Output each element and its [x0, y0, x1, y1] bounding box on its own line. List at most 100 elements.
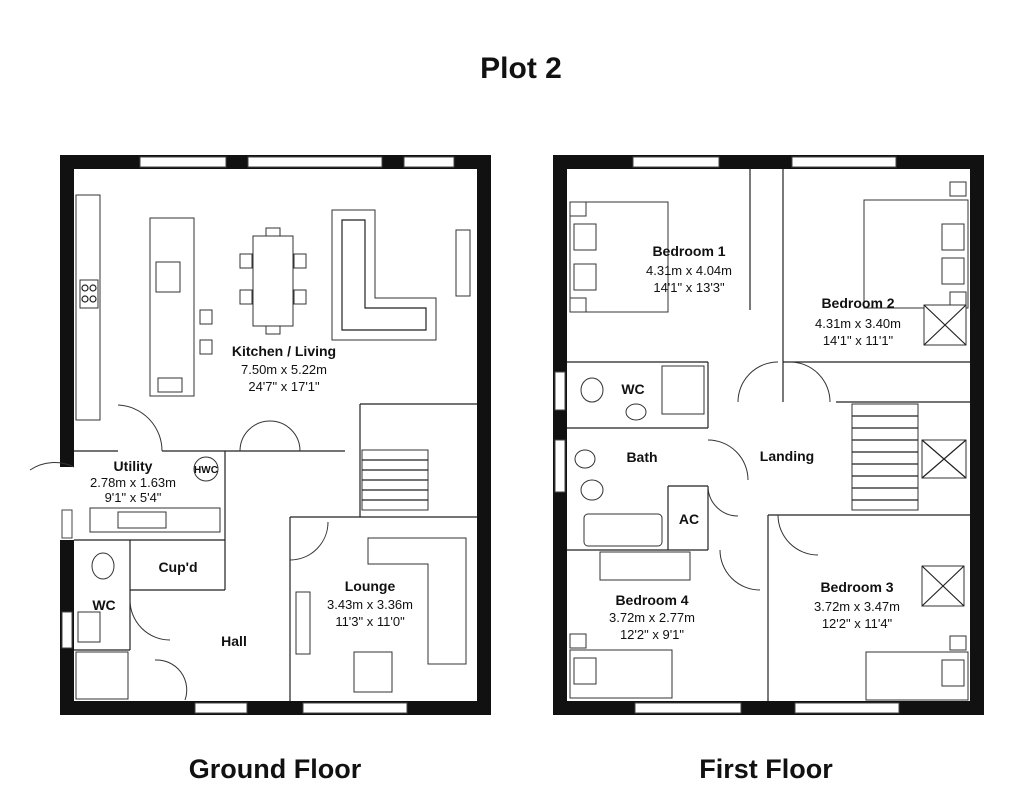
hob-icon	[79, 279, 99, 309]
first-window-top-2	[791, 156, 897, 168]
room-metric-kitchen: 7.50m x 5.22m	[241, 362, 327, 377]
room-name-lounge: Lounge	[345, 578, 396, 594]
door-swing	[789, 361, 831, 403]
ground-staircase	[361, 449, 429, 511]
ground-wall-bottom	[60, 701, 491, 715]
first-window-top-1	[632, 156, 720, 168]
room-imperial-bedroom-2: 14'1" x 11'1"	[823, 333, 894, 348]
bedside-table	[949, 181, 967, 197]
room-metric-utility: 2.78m x 1.63m	[90, 475, 176, 490]
floor-label-ground: Ground Floor	[189, 754, 362, 784]
plan-title: Plot 2	[480, 52, 562, 85]
chair-icon	[265, 325, 281, 335]
room-name-ground-wc: WC	[92, 597, 115, 613]
ground-window-bottom-1	[194, 702, 248, 714]
room-name-utility: Utility	[114, 458, 153, 474]
room-name-hall: Hall	[221, 633, 247, 649]
first-window-bottom-2	[794, 702, 900, 714]
bedside-table	[569, 633, 587, 649]
door-swing	[777, 514, 819, 556]
stool-icon	[199, 309, 213, 325]
hwc-cylinder	[193, 456, 219, 482]
room-imperial-bedroom-4: 12'2" x 9'1"	[620, 627, 684, 642]
first-floor-plan: Bedroom 1 4.31m x 4.04m 14'1" x 13'3" Be…	[553, 155, 984, 784]
ground-window-left-wc	[61, 611, 73, 649]
room-metric-bedroom-4: 3.72m x 2.77m	[609, 610, 695, 625]
pillow-icon	[941, 659, 965, 687]
door-swing	[737, 361, 779, 403]
armchair	[353, 651, 393, 693]
pillow-icon	[573, 657, 597, 685]
room-name-bedroom-2: Bedroom 2	[821, 295, 894, 311]
ground-floor-plan: Kitchen / Living 7.50m x 5.22m 24'7" x 1…	[29, 155, 491, 784]
ground-window-bottom-2	[302, 702, 408, 714]
stool-icon	[199, 339, 213, 355]
room-name-hwc: HWC	[194, 465, 218, 476]
ground-wall-right	[477, 155, 491, 715]
door-swing	[129, 599, 171, 641]
dining-table	[252, 235, 294, 327]
chair-icon	[293, 289, 307, 305]
first-wall-right	[970, 155, 984, 715]
door-swing	[239, 420, 271, 452]
toilet-icon	[91, 552, 115, 580]
room-name-cupd: Cup'd	[158, 559, 197, 575]
toilet-icon	[580, 479, 604, 501]
door-swing	[154, 659, 188, 701]
basin-icon	[77, 611, 101, 643]
basin-icon	[625, 403, 647, 421]
door-swing	[289, 521, 329, 561]
room-imperial-kitchen: 24'7" x 17'1"	[248, 379, 320, 394]
room-imperial-lounge: 11'3" x 11'0"	[335, 614, 405, 629]
chair-icon	[265, 227, 281, 237]
room-name-bath: Bath	[626, 449, 657, 465]
door-swing	[707, 439, 749, 481]
shower-tray	[75, 651, 129, 700]
utility-sink-icon	[117, 511, 167, 529]
lounge-tv	[295, 591, 311, 655]
first-window-left-bath	[554, 439, 566, 493]
room-metric-bedroom-3: 3.72m x 3.47m	[814, 599, 900, 614]
ground-window-top-3	[403, 156, 455, 168]
ground-window-top-2	[247, 156, 383, 168]
pillow-icon	[573, 263, 597, 291]
door-swing	[29, 461, 75, 471]
stool-icon	[157, 377, 183, 393]
bedside-table	[569, 297, 587, 313]
room-imperial-bedroom-3: 12'2" x 11'4"	[822, 616, 893, 631]
room-name-ac: AC	[679, 511, 699, 527]
room-name-bedroom-4: Bedroom 4	[615, 592, 688, 608]
chair-icon	[239, 289, 253, 305]
room-name-first-wc: WC	[621, 381, 644, 397]
first-wall-left	[553, 155, 567, 715]
bed-bedroom-2	[863, 199, 969, 309]
first-window-left-wc	[554, 371, 566, 411]
kitchen-island	[149, 217, 195, 397]
floor-label-first: First Floor	[699, 754, 833, 784]
pillow-icon	[941, 257, 965, 285]
first-wall-bottom	[553, 701, 984, 715]
bed-bedroom-1	[569, 201, 669, 313]
bathtub	[583, 513, 663, 547]
room-imperial-bedroom-1: 14'1" x 13'3"	[653, 280, 725, 295]
ground-window-top-1	[139, 156, 227, 168]
first-wall-top	[553, 155, 984, 169]
ground-wall-left-upper	[60, 155, 74, 461]
corner-sofa	[331, 209, 437, 341]
first-window-bottom-1	[634, 702, 742, 714]
toilet-icon	[580, 377, 604, 403]
chair-icon	[239, 253, 253, 269]
door-swing	[707, 485, 739, 517]
wardrobe	[599, 551, 691, 581]
sink-icon	[155, 261, 181, 293]
tv-unit	[455, 229, 471, 297]
bedside-table	[949, 291, 967, 307]
room-name-bedroom-3: Bedroom 3	[820, 579, 893, 595]
first-staircase	[851, 403, 919, 511]
chair-icon	[293, 253, 307, 269]
pillow-icon	[941, 223, 965, 251]
basin-icon	[574, 449, 596, 469]
room-name-kitchen: Kitchen / Living	[232, 343, 336, 359]
door-swing	[719, 549, 761, 591]
